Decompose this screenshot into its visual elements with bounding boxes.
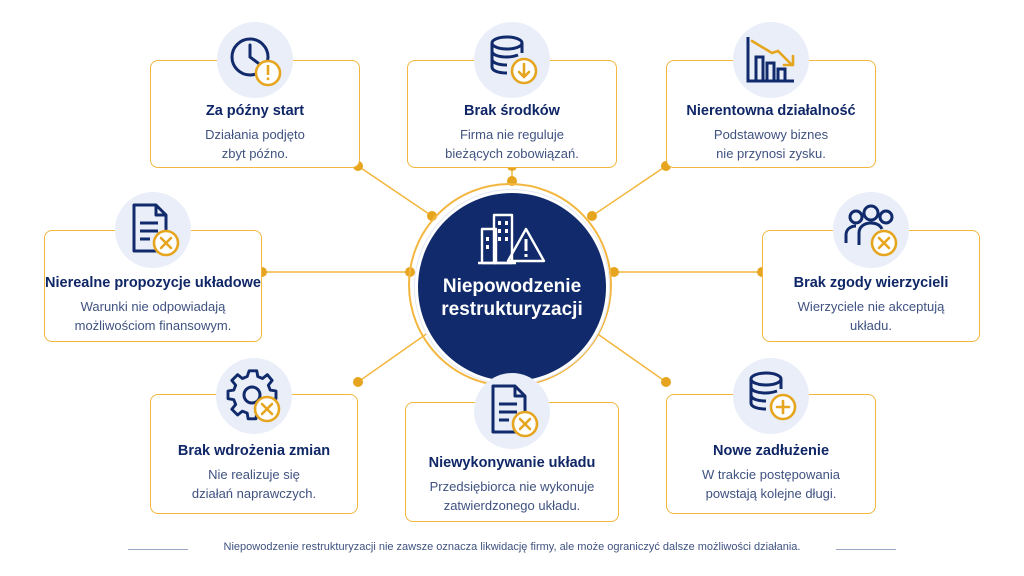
card-desc-line1: W trakcie postępowania (701, 467, 840, 482)
card-desc: Warunki nie odpowiadają możliwościom fin… (57, 297, 249, 335)
chart-decline-icon-wrap (733, 22, 809, 98)
coins-down-icon-wrap (474, 22, 550, 98)
card-title: Niewykonywanie układu (428, 455, 596, 471)
card-desc: Firma nie reguluje bieżących zobowiązań. (420, 125, 604, 163)
center-title-line1: Niepowodzenie (442, 276, 582, 297)
coins-down-icon (490, 35, 538, 85)
chart-decline-icon (746, 37, 795, 83)
card-title: Brak środków (464, 103, 560, 119)
card-desc-line2: nie przynosi zysku. (716, 146, 826, 161)
card-title: Za późny start (205, 103, 305, 119)
card-title: Brak wdrożenia zmian (177, 443, 331, 459)
card-desc-line2: bieżących zobowiązań. (445, 146, 579, 161)
card-desc-line2: zatwierdzonego układu. (443, 498, 581, 513)
card-unrealistic: Nierealne propozycje układowe Warunki ni… (44, 230, 262, 342)
card-desc: Wierzyciele nie akceptują układu. (775, 297, 967, 335)
gear-cancel-icon-wrap (216, 358, 292, 434)
center-title: Niepowodzenie restrukturyzacji (418, 275, 606, 321)
connector-dot (587, 211, 597, 221)
connector-dot (661, 377, 671, 387)
card-desc: Podstawowy biznes nie przynosi zysku. (679, 125, 863, 163)
card-desc-line2: układu. (850, 318, 892, 333)
card-desc: Nie realizuje się działań naprawczych. (163, 465, 345, 503)
document-cancel-icon (491, 384, 539, 438)
document-cancel-icon-wrap (115, 192, 191, 268)
card-desc-line1: Przedsiębiorca nie wykonuje (429, 479, 595, 494)
footer-rule-right (836, 549, 896, 550)
footer-rule-left (128, 549, 188, 550)
center-title-line2: restrukturyzacji (441, 299, 583, 320)
card-desc: Działania podjęto zbyt późno. (163, 125, 347, 163)
card-desc: Przedsiębiorca nie wykonuje zatwierdzone… (418, 477, 606, 515)
document-cancel-icon-wrap (474, 373, 550, 449)
people-cancel-icon (844, 204, 898, 257)
gear-cancel-icon (226, 369, 281, 423)
center-node: Niepowodzenie restrukturyzacji (418, 193, 606, 381)
card-desc: W trakcie postępowania powstają kolejne … (679, 465, 863, 503)
card-desc-line1: Warunki nie odpowiadają (80, 299, 226, 314)
clock-alert-icon (230, 37, 282, 87)
card-desc-line2: powstają kolejne długi. (705, 486, 837, 501)
card-title: Brak zgody wierzycieli (793, 275, 949, 291)
card-desc-line2: możliwościom finansowym. (74, 318, 232, 333)
card-desc-line1: Działania podjęto (205, 127, 305, 142)
card-desc-line1: Nie realizuje się (208, 467, 300, 482)
card-desc-line2: działań naprawczych. (191, 486, 317, 501)
coins-plus-icon (749, 371, 797, 421)
card-desc-line1: Firma nie reguluje (459, 127, 565, 142)
connector-dot (353, 377, 363, 387)
people-cancel-icon-wrap (833, 192, 909, 268)
document-cancel-icon (132, 203, 180, 257)
card-desc-line2: zbyt późno. (221, 146, 289, 161)
card-desc-line1: Wierzyciele nie akceptują (797, 299, 945, 314)
card-title: Nowe zadłużenie (712, 443, 830, 459)
coins-plus-icon-wrap (733, 358, 809, 434)
card-title: Nierealne propozycje układowe (45, 275, 261, 291)
footer-note: Niepowodzenie restrukturyzacji nie zawsz… (223, 541, 801, 553)
card-desc-line1: Podstawowy biznes (713, 127, 829, 142)
clock-alert-icon-wrap (217, 22, 293, 98)
building-warning-icon (478, 213, 546, 265)
card-title: Nierentowna działalność (686, 103, 856, 119)
